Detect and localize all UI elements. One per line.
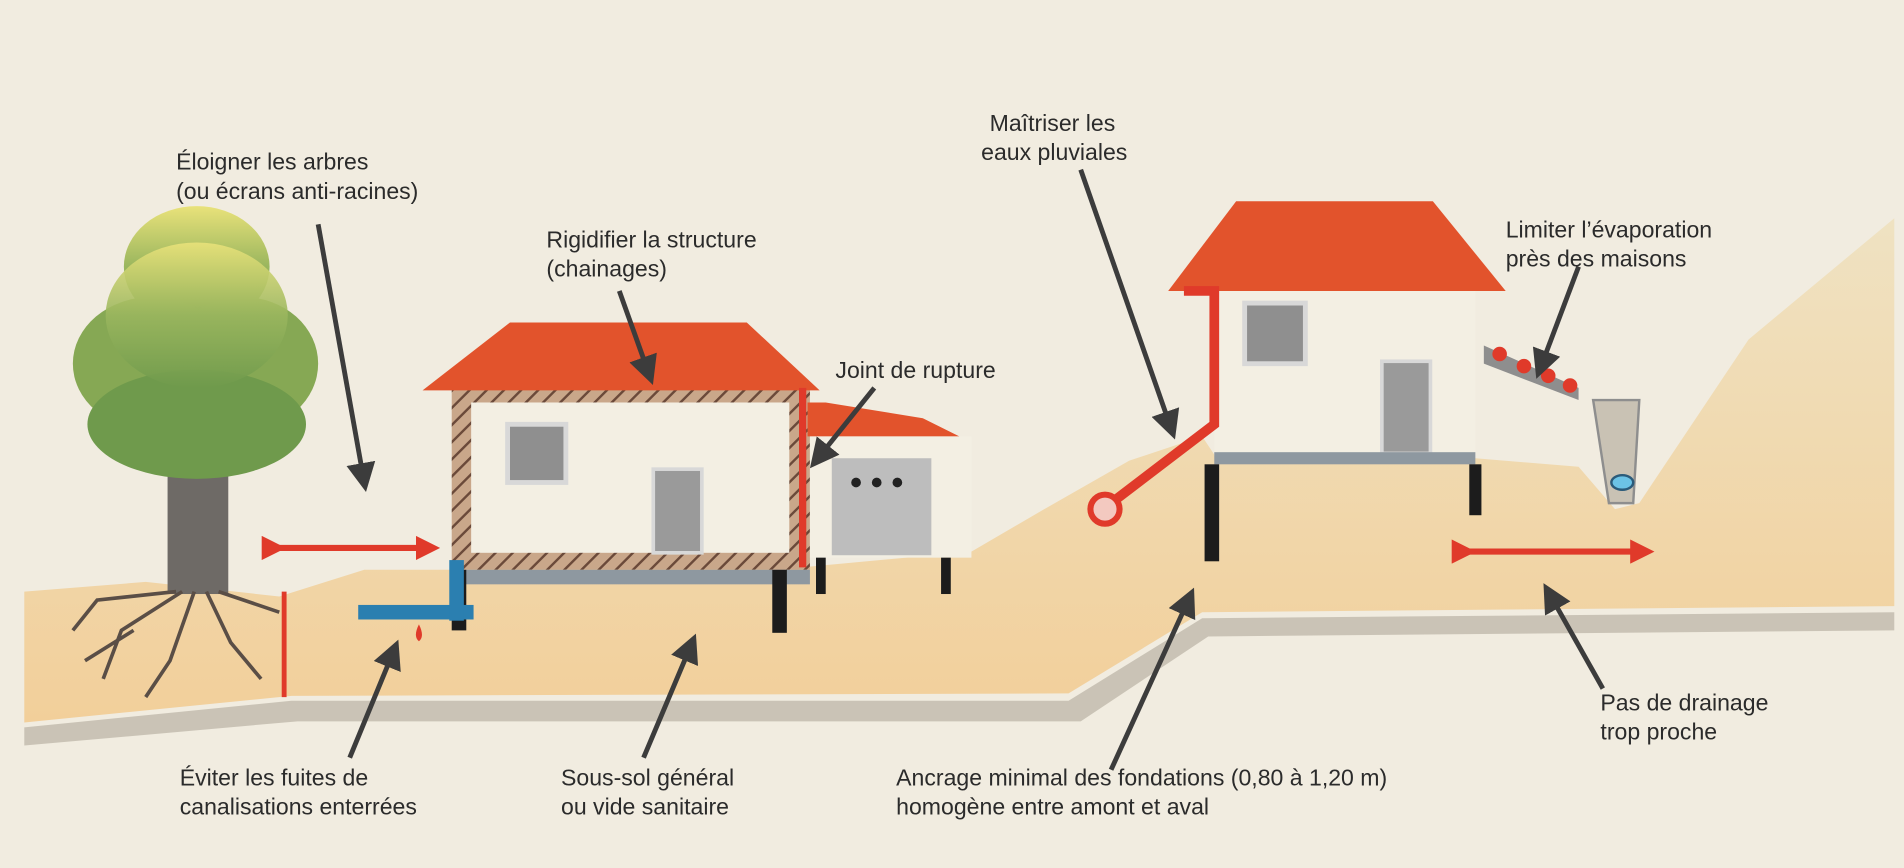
house-left (422, 322, 820, 633)
label-rupture-joint: Joint de rupture (835, 357, 995, 383)
door (651, 467, 704, 555)
garage-door (831, 458, 932, 556)
tree (71, 206, 319, 699)
label-remove-trees: Éloigner les arbres(ou écrans anti-racin… (176, 149, 418, 204)
label-rigidify-structure: Rigidifier la structure(chainages) (546, 226, 756, 281)
downpipe (1108, 286, 1220, 507)
roof-left (422, 322, 820, 391)
rainwater-outlet (1087, 491, 1123, 527)
drain-pipe (1610, 474, 1635, 491)
ground-shadow (24, 612, 1895, 746)
window (505, 421, 569, 485)
door (1380, 359, 1433, 456)
crawl-space (451, 569, 810, 585)
label-foundation-anchoring: Ancrage minimal des fondations (0,80 à 1… (896, 765, 1387, 820)
tree-roots (71, 589, 280, 699)
window (1242, 300, 1308, 367)
roof-right (1168, 201, 1506, 291)
leaking-pipe (358, 560, 474, 642)
house-right (1087, 201, 1641, 562)
evaporation-barrier (1483, 345, 1579, 401)
garage (807, 402, 972, 595)
ground (24, 218, 1895, 723)
leader-arrows (315, 168, 1605, 771)
